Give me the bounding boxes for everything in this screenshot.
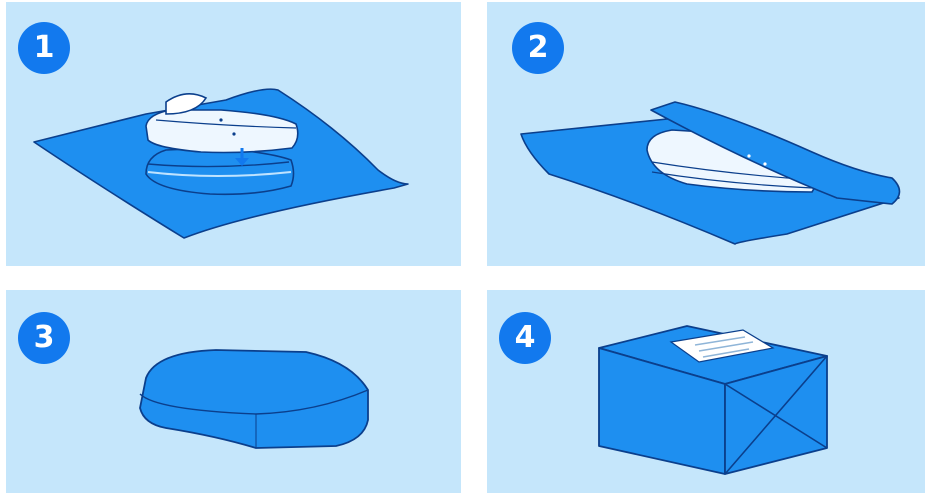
step-3-panel: 3 (6, 290, 461, 493)
step-2-panel: 2 (487, 2, 925, 266)
shipping-box-icon (487, 290, 925, 493)
step-1-panel: 1 (6, 2, 461, 266)
wrapped-shirt-icon (487, 2, 925, 266)
sealed-pouch-icon (6, 290, 461, 493)
shirt-on-sheet-icon (6, 2, 461, 266)
step-4-panel: 4 (487, 290, 925, 493)
